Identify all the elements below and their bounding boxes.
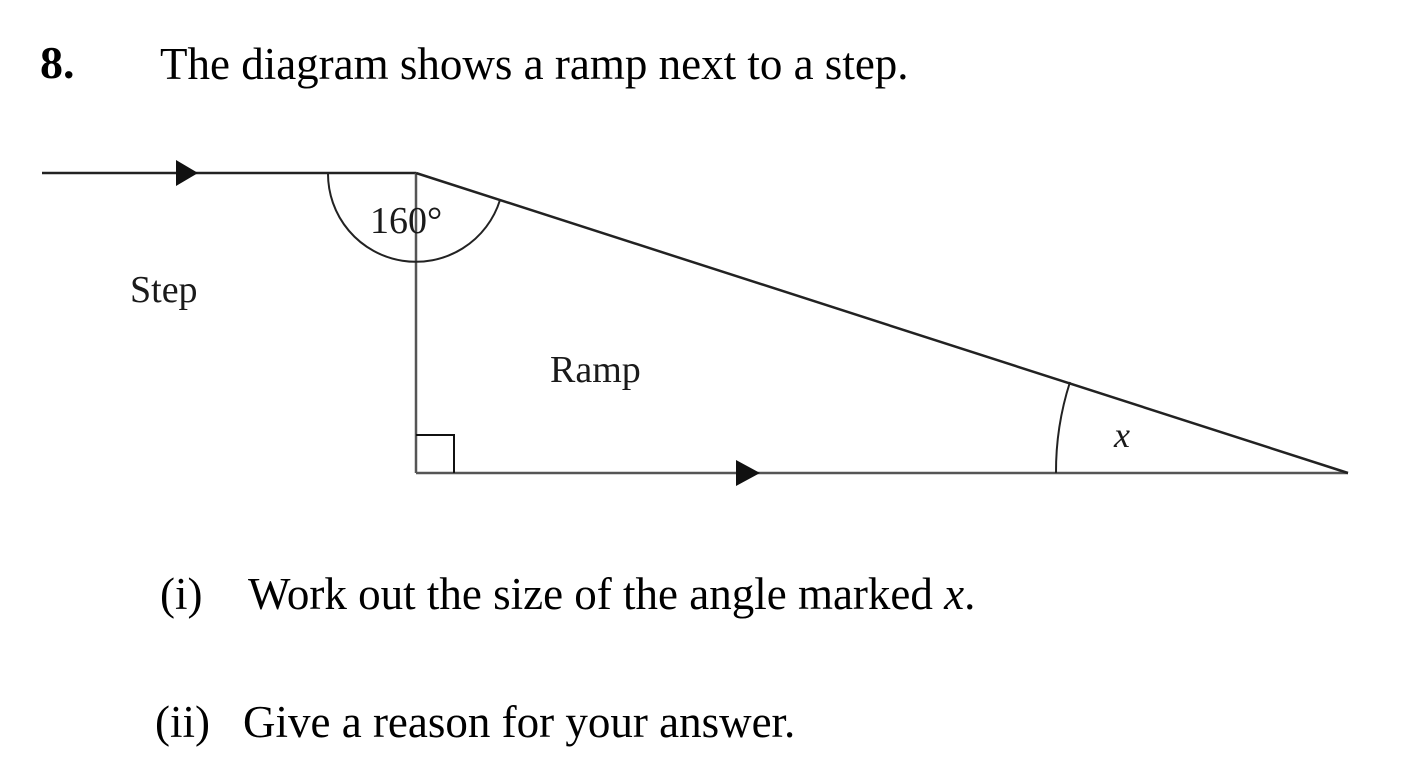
part-ii: (ii) Give a reason for your answer. bbox=[155, 700, 795, 745]
part-i-text: Work out the size of the angle marked bbox=[248, 569, 945, 619]
angle-x-label: x bbox=[1113, 415, 1130, 455]
ramp-label: Ramp bbox=[550, 349, 641, 391]
part-i-variable: x bbox=[944, 569, 965, 619]
parallel-arrow-top bbox=[176, 160, 198, 186]
angle-160-label: 160° bbox=[370, 200, 442, 242]
ramp-slope-line bbox=[415, 171, 1349, 475]
parallel-arrow-bottom bbox=[736, 460, 760, 486]
question-text: The diagram shows a ramp next to a step. bbox=[160, 39, 909, 89]
part-ii-marker: (ii) bbox=[155, 697, 210, 747]
angle-arc-x bbox=[1054, 381, 1071, 474]
right-angle-marker bbox=[416, 434, 455, 473]
angle-arc-160 bbox=[326, 172, 501, 263]
question-number: 8. bbox=[40, 37, 75, 88]
step-label: Step bbox=[130, 269, 198, 311]
part-i-end: . bbox=[964, 569, 976, 619]
part-ii-text: Give a reason for your answer. bbox=[243, 697, 796, 747]
part-i: (i) Work out the size of the angle marked… bbox=[160, 572, 975, 617]
part-i-marker: (i) bbox=[160, 569, 203, 619]
